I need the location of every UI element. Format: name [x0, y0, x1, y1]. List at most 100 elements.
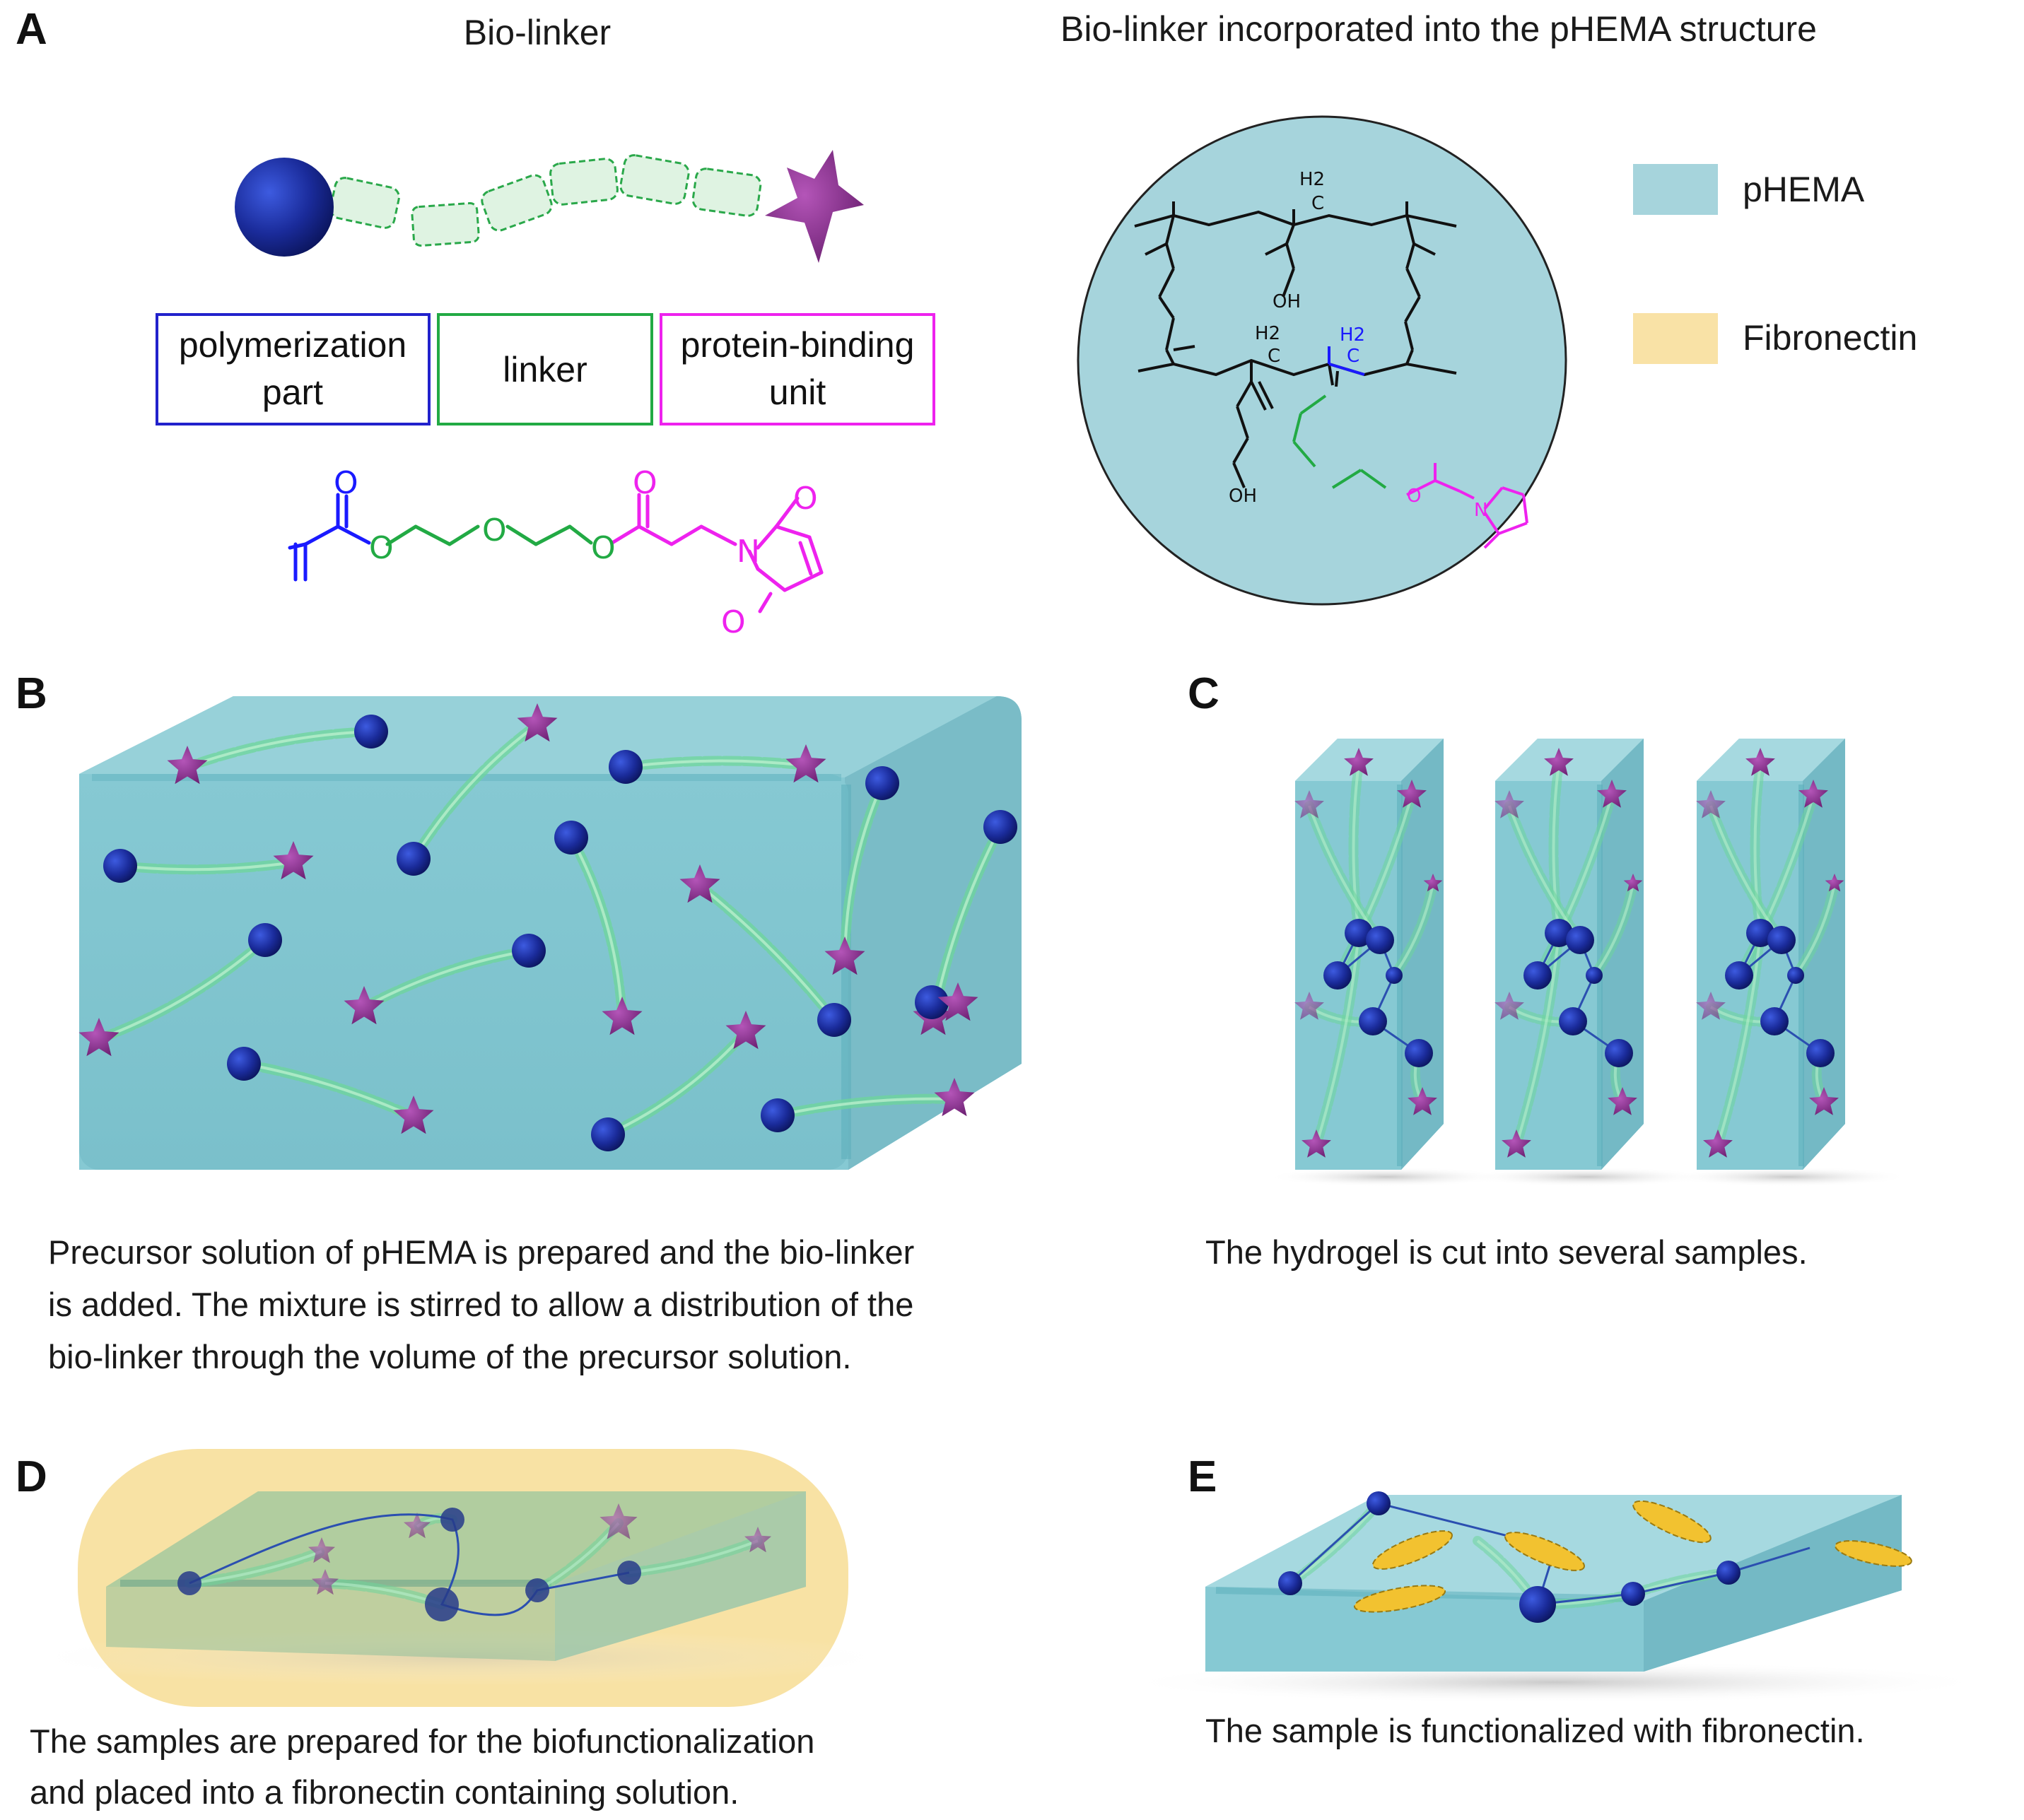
star-icon — [517, 703, 558, 742]
star-icon — [1408, 1087, 1437, 1115]
crosslink-network — [189, 1513, 630, 1616]
legend-label-fibronectin: Fibronectin — [1743, 318, 1917, 358]
sphere-icon — [609, 750, 643, 784]
star-icon — [1294, 992, 1324, 1020]
star-icon — [1294, 790, 1324, 818]
atom-c: C — [1311, 193, 1324, 214]
panel-a-title-left: Bio-linker — [464, 13, 611, 52]
star-icon — [1623, 874, 1643, 892]
star-icon — [1397, 780, 1427, 808]
linker-chain-highlight — [570, 837, 624, 1018]
atom-oh: OH — [1273, 291, 1301, 312]
panel-b-caption: Precursor solution of pHEMA is prepared … — [48, 1233, 914, 1375]
sphere-icon — [354, 715, 388, 748]
linker-chain-highlight — [98, 939, 267, 1040]
star-icon — [934, 1078, 975, 1117]
atom-o: O — [1407, 486, 1421, 507]
panel-letter-b: B — [16, 669, 47, 718]
legend-label-phema: pHEMA — [1743, 170, 1865, 209]
sphere-icon — [1323, 961, 1352, 990]
linker-chain-highlight — [1289, 1502, 1380, 1585]
star-icon — [1502, 1129, 1531, 1158]
sphere-icon — [817, 1003, 851, 1037]
panel-letter-d: D — [16, 1452, 47, 1501]
sphere-icon — [1605, 1039, 1633, 1067]
sphere-icon — [1359, 1007, 1387, 1035]
box-protein-binding-unit — [660, 313, 935, 425]
atom-h2: H2 — [1299, 169, 1325, 190]
sphere-icon — [1566, 926, 1594, 954]
linker-chain-highlight — [625, 759, 807, 768]
sphere-icon — [248, 923, 282, 957]
biolinker-structure — [288, 493, 824, 613]
star-icon — [1494, 992, 1524, 1020]
sphere-icon — [915, 985, 949, 1019]
sphere-icon — [440, 1508, 464, 1532]
sphere-icon — [1806, 1039, 1835, 1067]
star-icon — [308, 1537, 335, 1563]
panel-letter-e: E — [1188, 1452, 1217, 1501]
atom-o: O — [334, 465, 358, 501]
panel-a-title-right: Bio-linker incorporated into the pHEMA s… — [1060, 9, 1817, 49]
star-icon — [824, 937, 865, 975]
star-icon — [1809, 1087, 1839, 1115]
star-icon — [1703, 1129, 1733, 1158]
sphere-icon — [591, 1117, 625, 1151]
linker-chain-highlight — [189, 1550, 322, 1585]
caption-b-line3: bio-linker through the volume of the pre… — [48, 1338, 851, 1375]
star-icon — [404, 1513, 431, 1539]
caption-b-line2: is added. The mixture is stirred to allo… — [48, 1286, 913, 1323]
component-boxes: polymerization part linker protein-bindi… — [156, 313, 935, 425]
sphere-icon — [1367, 1491, 1391, 1515]
phema-structure-circle — [1077, 115, 1567, 606]
star-icon — [1597, 780, 1627, 808]
star-icon — [1494, 790, 1524, 818]
atom-n: N — [737, 534, 760, 570]
slab-shadow — [1668, 1167, 1909, 1187]
sphere-icon — [177, 1571, 201, 1595]
fibronectin-icon — [1835, 1540, 1912, 1567]
sphere-icon — [1523, 961, 1552, 990]
linker-chain-highlight — [698, 884, 836, 1021]
sphere-icon — [1586, 967, 1603, 984]
linker-chain-highlight — [243, 1062, 414, 1118]
box-polymerization-part — [156, 313, 431, 425]
sphere-icon — [1405, 1039, 1433, 1067]
sphere-icon — [1767, 926, 1796, 954]
star-icon — [1745, 748, 1775, 776]
star-icon — [937, 982, 978, 1021]
fibronectin-icon — [1372, 1530, 1453, 1570]
atom-oh: OH — [1229, 486, 1257, 507]
sphere-icon — [425, 1587, 459, 1621]
linker-chain-highlight — [628, 1539, 759, 1574]
star-icon — [599, 1503, 638, 1539]
biolinker-cartoon — [235, 150, 864, 263]
star-icon — [1696, 790, 1726, 818]
star-icon — [1696, 992, 1726, 1020]
hydrogel-block-large — [79, 696, 1022, 1170]
sphere-icon — [1760, 1007, 1789, 1035]
sphere-icon — [1716, 1561, 1741, 1585]
atom-c: C — [1268, 346, 1280, 367]
sphere-icon — [1787, 967, 1804, 984]
atom-o: O — [591, 530, 616, 566]
fibronectin-icon — [1353, 1585, 1446, 1613]
sphere-icon — [1278, 1571, 1302, 1595]
biolinker-structure-atoms: O O O O O N O O — [334, 465, 818, 640]
box-protein-binding-line1: protein-binding — [681, 325, 915, 365]
sphere-icon — [397, 842, 431, 876]
linker-chain-highlight — [363, 949, 530, 1009]
sphere-icon — [983, 810, 1017, 844]
box-linker — [437, 313, 653, 425]
atom-n: N — [1474, 500, 1487, 521]
box-linker-label: linker — [503, 350, 587, 389]
sphere-icon — [525, 1578, 549, 1602]
sphere-icon — [1559, 1007, 1587, 1035]
box-polymerization-line1: polymerization — [179, 325, 406, 365]
panel-letter-c: C — [1188, 669, 1219, 718]
panel-d-network — [177, 1503, 771, 1621]
sphere-icon — [761, 1098, 795, 1132]
caption-e: The sample is functionalized with fibron… — [1205, 1712, 1865, 1749]
sphere-icon — [227, 1047, 261, 1081]
